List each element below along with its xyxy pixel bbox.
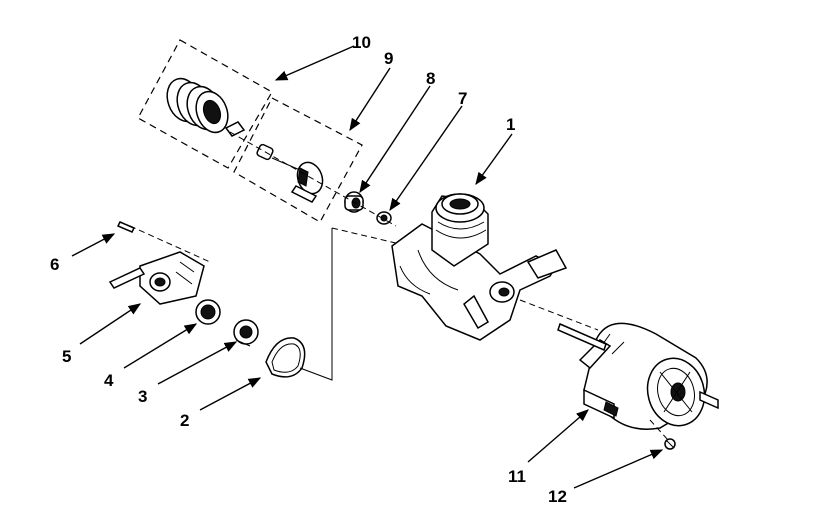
leader-10 — [274, 45, 355, 81]
assembly-box-10 — [137, 39, 273, 169]
leader-12 — [573, 449, 664, 489]
part-6-screw — [116, 221, 136, 233]
leader-7 — [389, 105, 463, 212]
leader-4 — [123, 323, 198, 369]
leader-11 — [527, 409, 589, 463]
reference-bracket — [299, 228, 333, 381]
centerline-upper — [229, 131, 397, 227]
callout-label-7: 7 — [458, 89, 467, 108]
part-2-gasket — [265, 337, 306, 378]
callout-label-12: 12 — [548, 487, 567, 506]
leader-9 — [349, 67, 391, 132]
reference-line — [331, 227, 401, 245]
callout-label-8: 8 — [426, 69, 435, 88]
leader-8 — [359, 85, 431, 194]
leader-1 — [475, 133, 513, 186]
centerline-lower — [129, 225, 211, 263]
callout-label-2: 2 — [180, 411, 189, 430]
callout-label-6: 6 — [50, 255, 59, 274]
centerline-motor — [519, 299, 599, 331]
part-4-seal — [195, 299, 221, 325]
part-12-screw — [664, 438, 676, 450]
part-5-cover — [108, 251, 205, 305]
callout-label-4: 4 — [104, 371, 114, 390]
centerline-screw-12 — [649, 419, 669, 441]
callout-label-5: 5 — [62, 347, 71, 366]
part-10-filter-assembly — [166, 77, 246, 137]
callout-label-11: 11 — [508, 467, 526, 486]
leader-6 — [71, 233, 116, 257]
leader-2 — [199, 377, 262, 411]
part-1-pump-housing — [391, 193, 568, 341]
callout-label-10: 10 — [352, 33, 371, 52]
part-9-impeller — [256, 143, 324, 203]
callout-label-1: 1 — [506, 115, 515, 134]
leader-3 — [157, 341, 238, 385]
callout-label-3: 3 — [138, 387, 147, 406]
part-11-motor — [557, 322, 719, 430]
leader-5 — [79, 303, 142, 345]
part-3-grommet — [233, 319, 259, 347]
assembly-box-9 — [233, 97, 363, 223]
callout-label-9: 9 — [384, 49, 393, 68]
